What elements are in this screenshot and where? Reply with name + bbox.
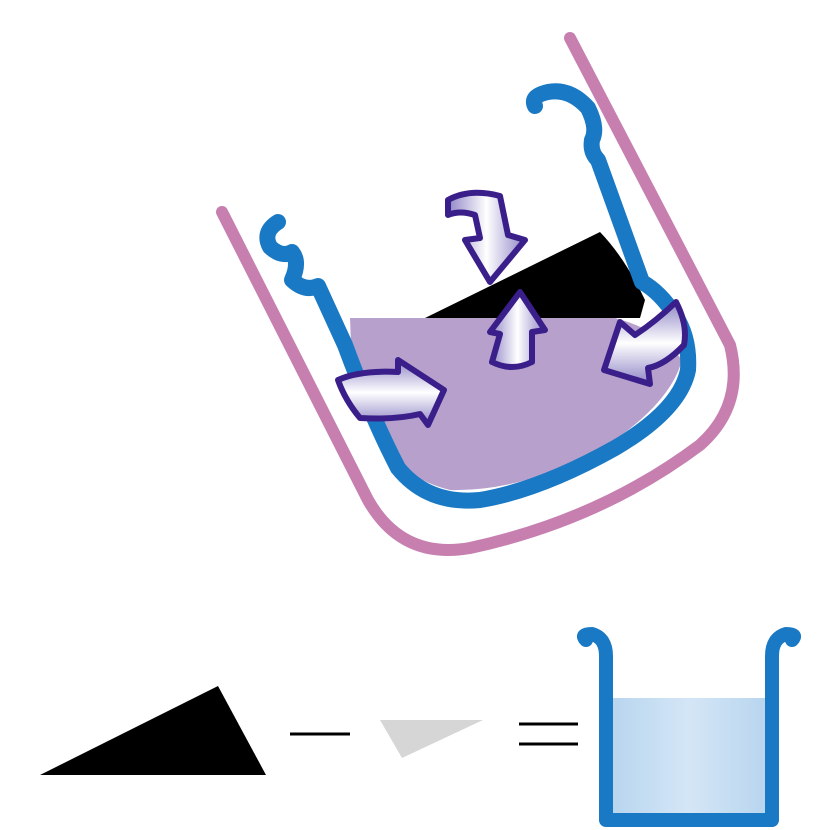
arrow-down-icon [448, 193, 525, 282]
equation-row [40, 634, 794, 820]
tilted-container-group [222, 38, 734, 550]
beaker-icon [584, 634, 794, 820]
large-wedge-icon [40, 686, 266, 775]
equals-sign-icon [519, 724, 578, 744]
small-wedge-icon [380, 720, 483, 758]
dark-wedge-icon [425, 232, 645, 318]
